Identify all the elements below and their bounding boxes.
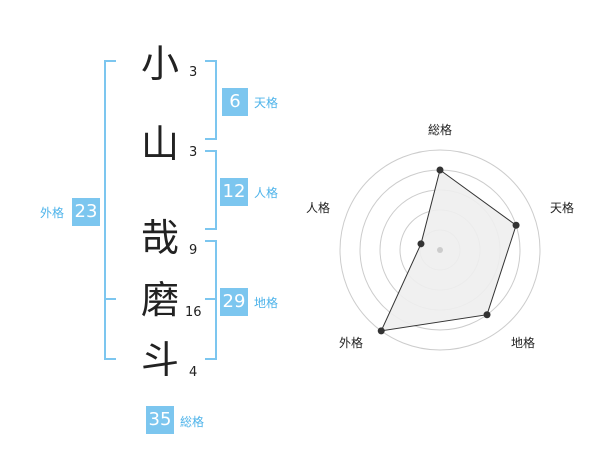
gaikaku-bracket-divider	[104, 298, 116, 300]
stroke-count-5: 4	[189, 365, 198, 380]
gaikaku-label: 外格	[40, 206, 65, 220]
stroke-count-1: 3	[189, 65, 198, 80]
radar-point-tenkaku	[512, 221, 520, 229]
tenkaku-label: 天格	[254, 96, 279, 110]
name-char-5: 斗	[140, 338, 179, 382]
jinkaku-label: 人格	[254, 186, 279, 200]
radar-label-tenkaku: 天格	[550, 201, 575, 215]
chikaku-label: 地格	[254, 296, 279, 310]
stroke-count-2: 3	[189, 145, 198, 160]
name-char-2: 山	[140, 122, 179, 166]
tenkaku-bracket	[205, 60, 217, 140]
radar-label-chikaku: 地格	[511, 336, 536, 350]
jinkaku-bracket	[205, 150, 217, 230]
radar-point-gaikaku	[377, 327, 385, 335]
radar-point-chikaku	[483, 311, 491, 319]
radar-shape	[380, 169, 517, 332]
radar-point-soukaku	[436, 166, 444, 174]
chikaku-badge: 29	[220, 288, 248, 316]
radar-label-soukaku: 総格	[428, 123, 453, 137]
soukaku-label: 総格	[180, 415, 205, 429]
tenkaku-badge: 6	[222, 88, 248, 116]
gaikaku-badge: 23	[72, 198, 100, 226]
name-char-3: 哉	[140, 216, 179, 260]
soukaku-badge: 35	[146, 406, 174, 434]
stroke-count-3: 9	[189, 243, 198, 258]
radar-point-jinkaku	[417, 240, 425, 248]
chikaku-bracket	[205, 240, 217, 360]
jinkaku-badge: 12	[220, 178, 248, 206]
name-char-1: 小	[140, 42, 179, 86]
gaikaku-bracket	[104, 60, 116, 360]
stroke-count-4: 16	[185, 305, 202, 320]
radar-center-dot	[437, 247, 443, 253]
radar-label-jinkaku: 人格	[306, 201, 331, 215]
chikaku-bracket-divider	[205, 298, 217, 300]
name-char-4: 磨	[140, 278, 179, 322]
radar-label-gaikaku: 外格	[339, 336, 364, 350]
radar-ring-5	[339, 149, 541, 351]
